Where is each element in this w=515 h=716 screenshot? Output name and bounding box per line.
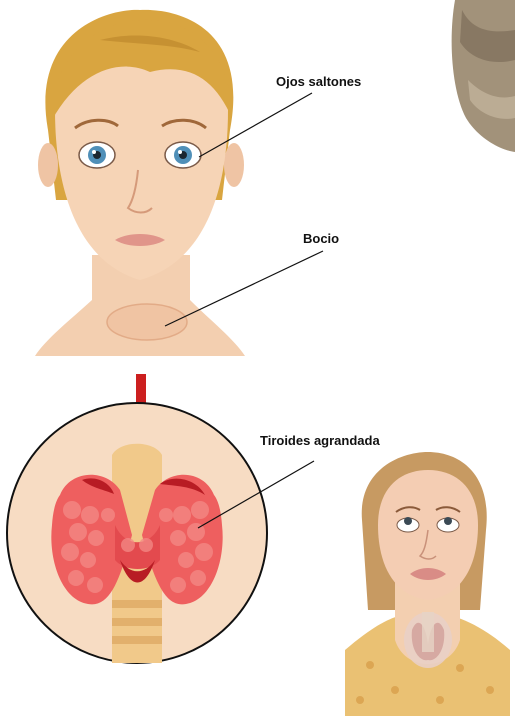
goiter-swelling xyxy=(107,304,187,340)
photo-fragment xyxy=(452,0,515,152)
woman-portrait xyxy=(35,10,323,356)
label-enlarged-thyroid: Tiroides agrandada xyxy=(260,433,380,448)
label-bulging-eyes: Ojos saltones xyxy=(276,74,361,89)
right-eye xyxy=(165,142,201,168)
left-eye xyxy=(79,142,115,168)
right-ear xyxy=(224,143,244,187)
left-ear xyxy=(38,143,58,187)
patient-illustration xyxy=(345,452,510,716)
label-goiter: Bocio xyxy=(303,231,339,246)
